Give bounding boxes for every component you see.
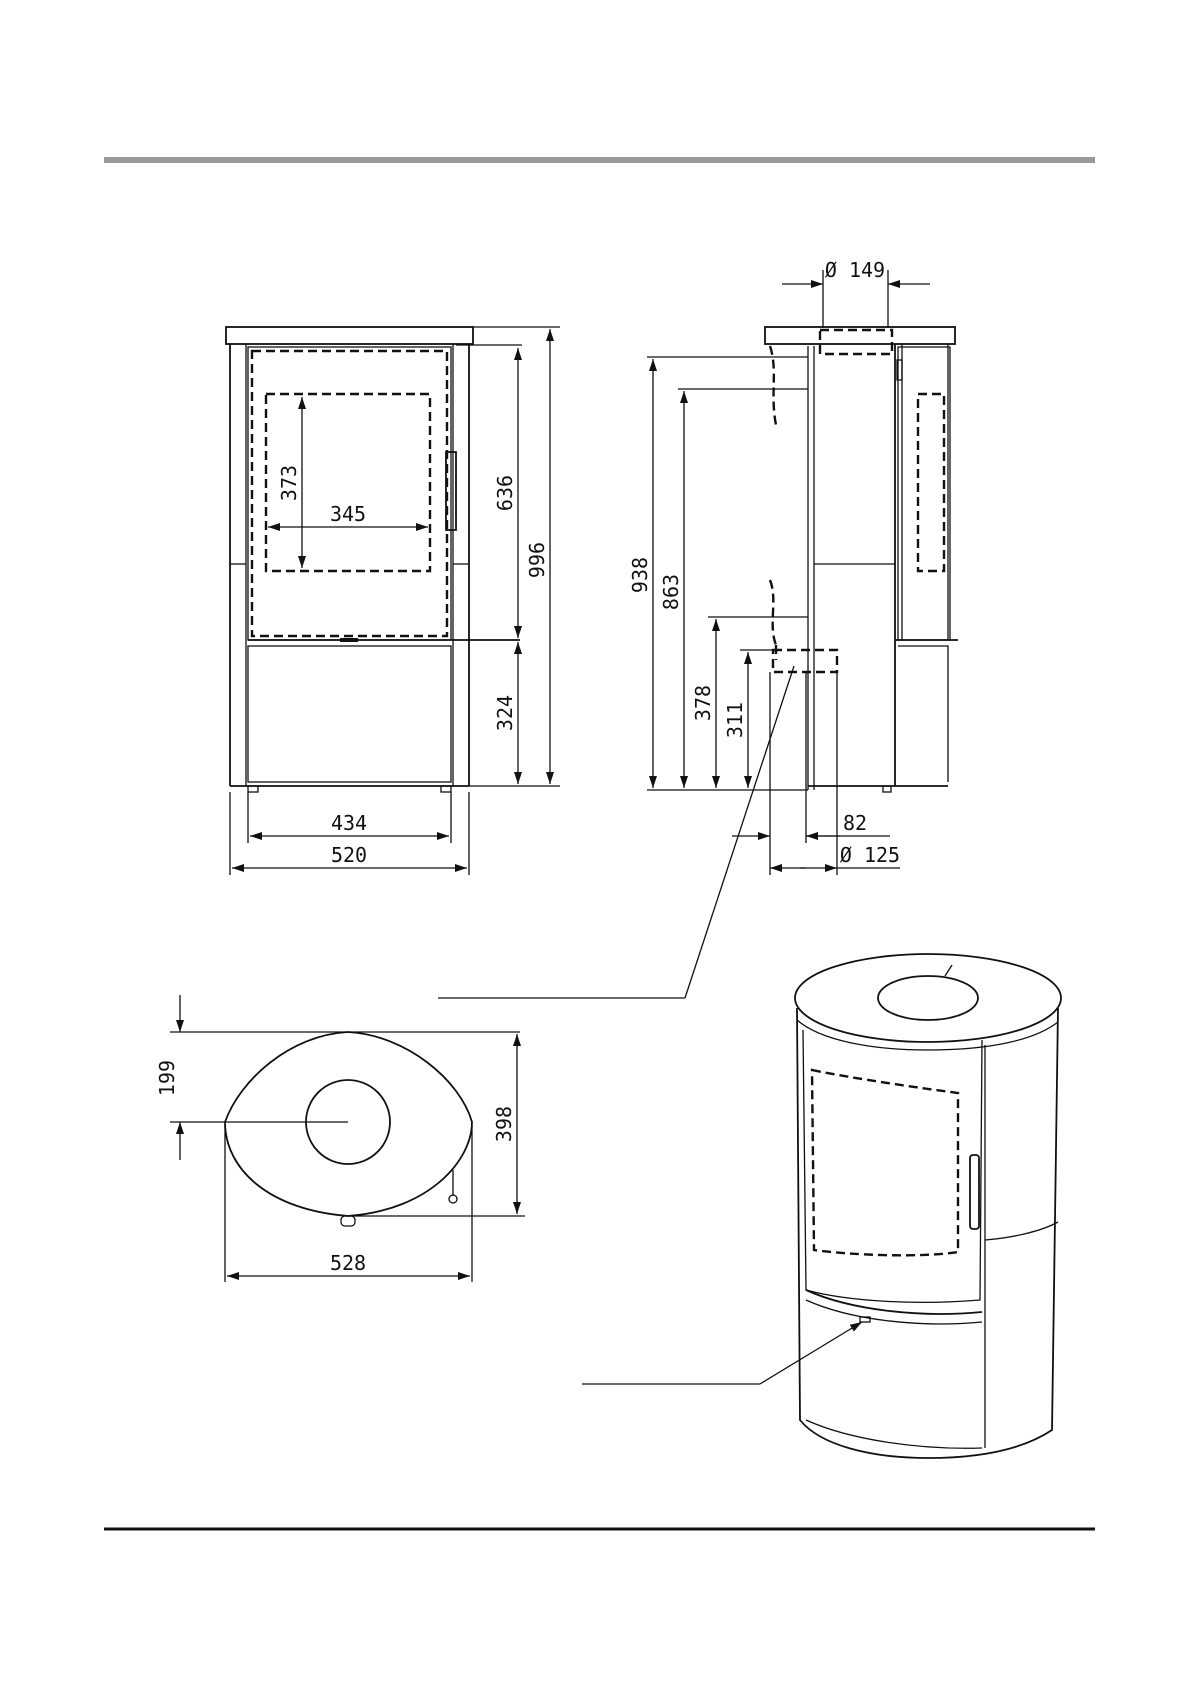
dim-636-label: 636 [493, 475, 517, 511]
dim-434-label: 434 [331, 811, 367, 835]
dia-149-label: Ø 149 [825, 258, 885, 282]
dim-863-label: 863 [659, 574, 683, 610]
ashpan-leader-line [582, 1322, 862, 1384]
front-view: 373 345 636 324 996 434 520 [226, 327, 560, 875]
side-view: Ø 149 938 863 378 311 [628, 258, 958, 875]
dim-938-label: 938 [628, 557, 652, 593]
dim-345-label: 345 [330, 502, 366, 526]
dim-520-label: 520 [331, 843, 367, 867]
perspective-view [795, 954, 1061, 1458]
dim-324-label: 324 [493, 695, 517, 731]
top-view: 199 398 528 [155, 995, 525, 1282]
dim-373-label: 373 [277, 465, 301, 501]
dim-311-label: 311 [723, 702, 747, 738]
dim-199-label: 199 [155, 1060, 179, 1096]
dim-398-label: 398 [492, 1106, 516, 1142]
dia-125-label: Ø 125 [840, 843, 900, 867]
dim-378-label: 378 [691, 685, 715, 721]
dim-996-label: 996 [525, 542, 549, 578]
dim-82-label: 82 [843, 811, 867, 835]
dim-528-label: 528 [330, 1251, 366, 1275]
